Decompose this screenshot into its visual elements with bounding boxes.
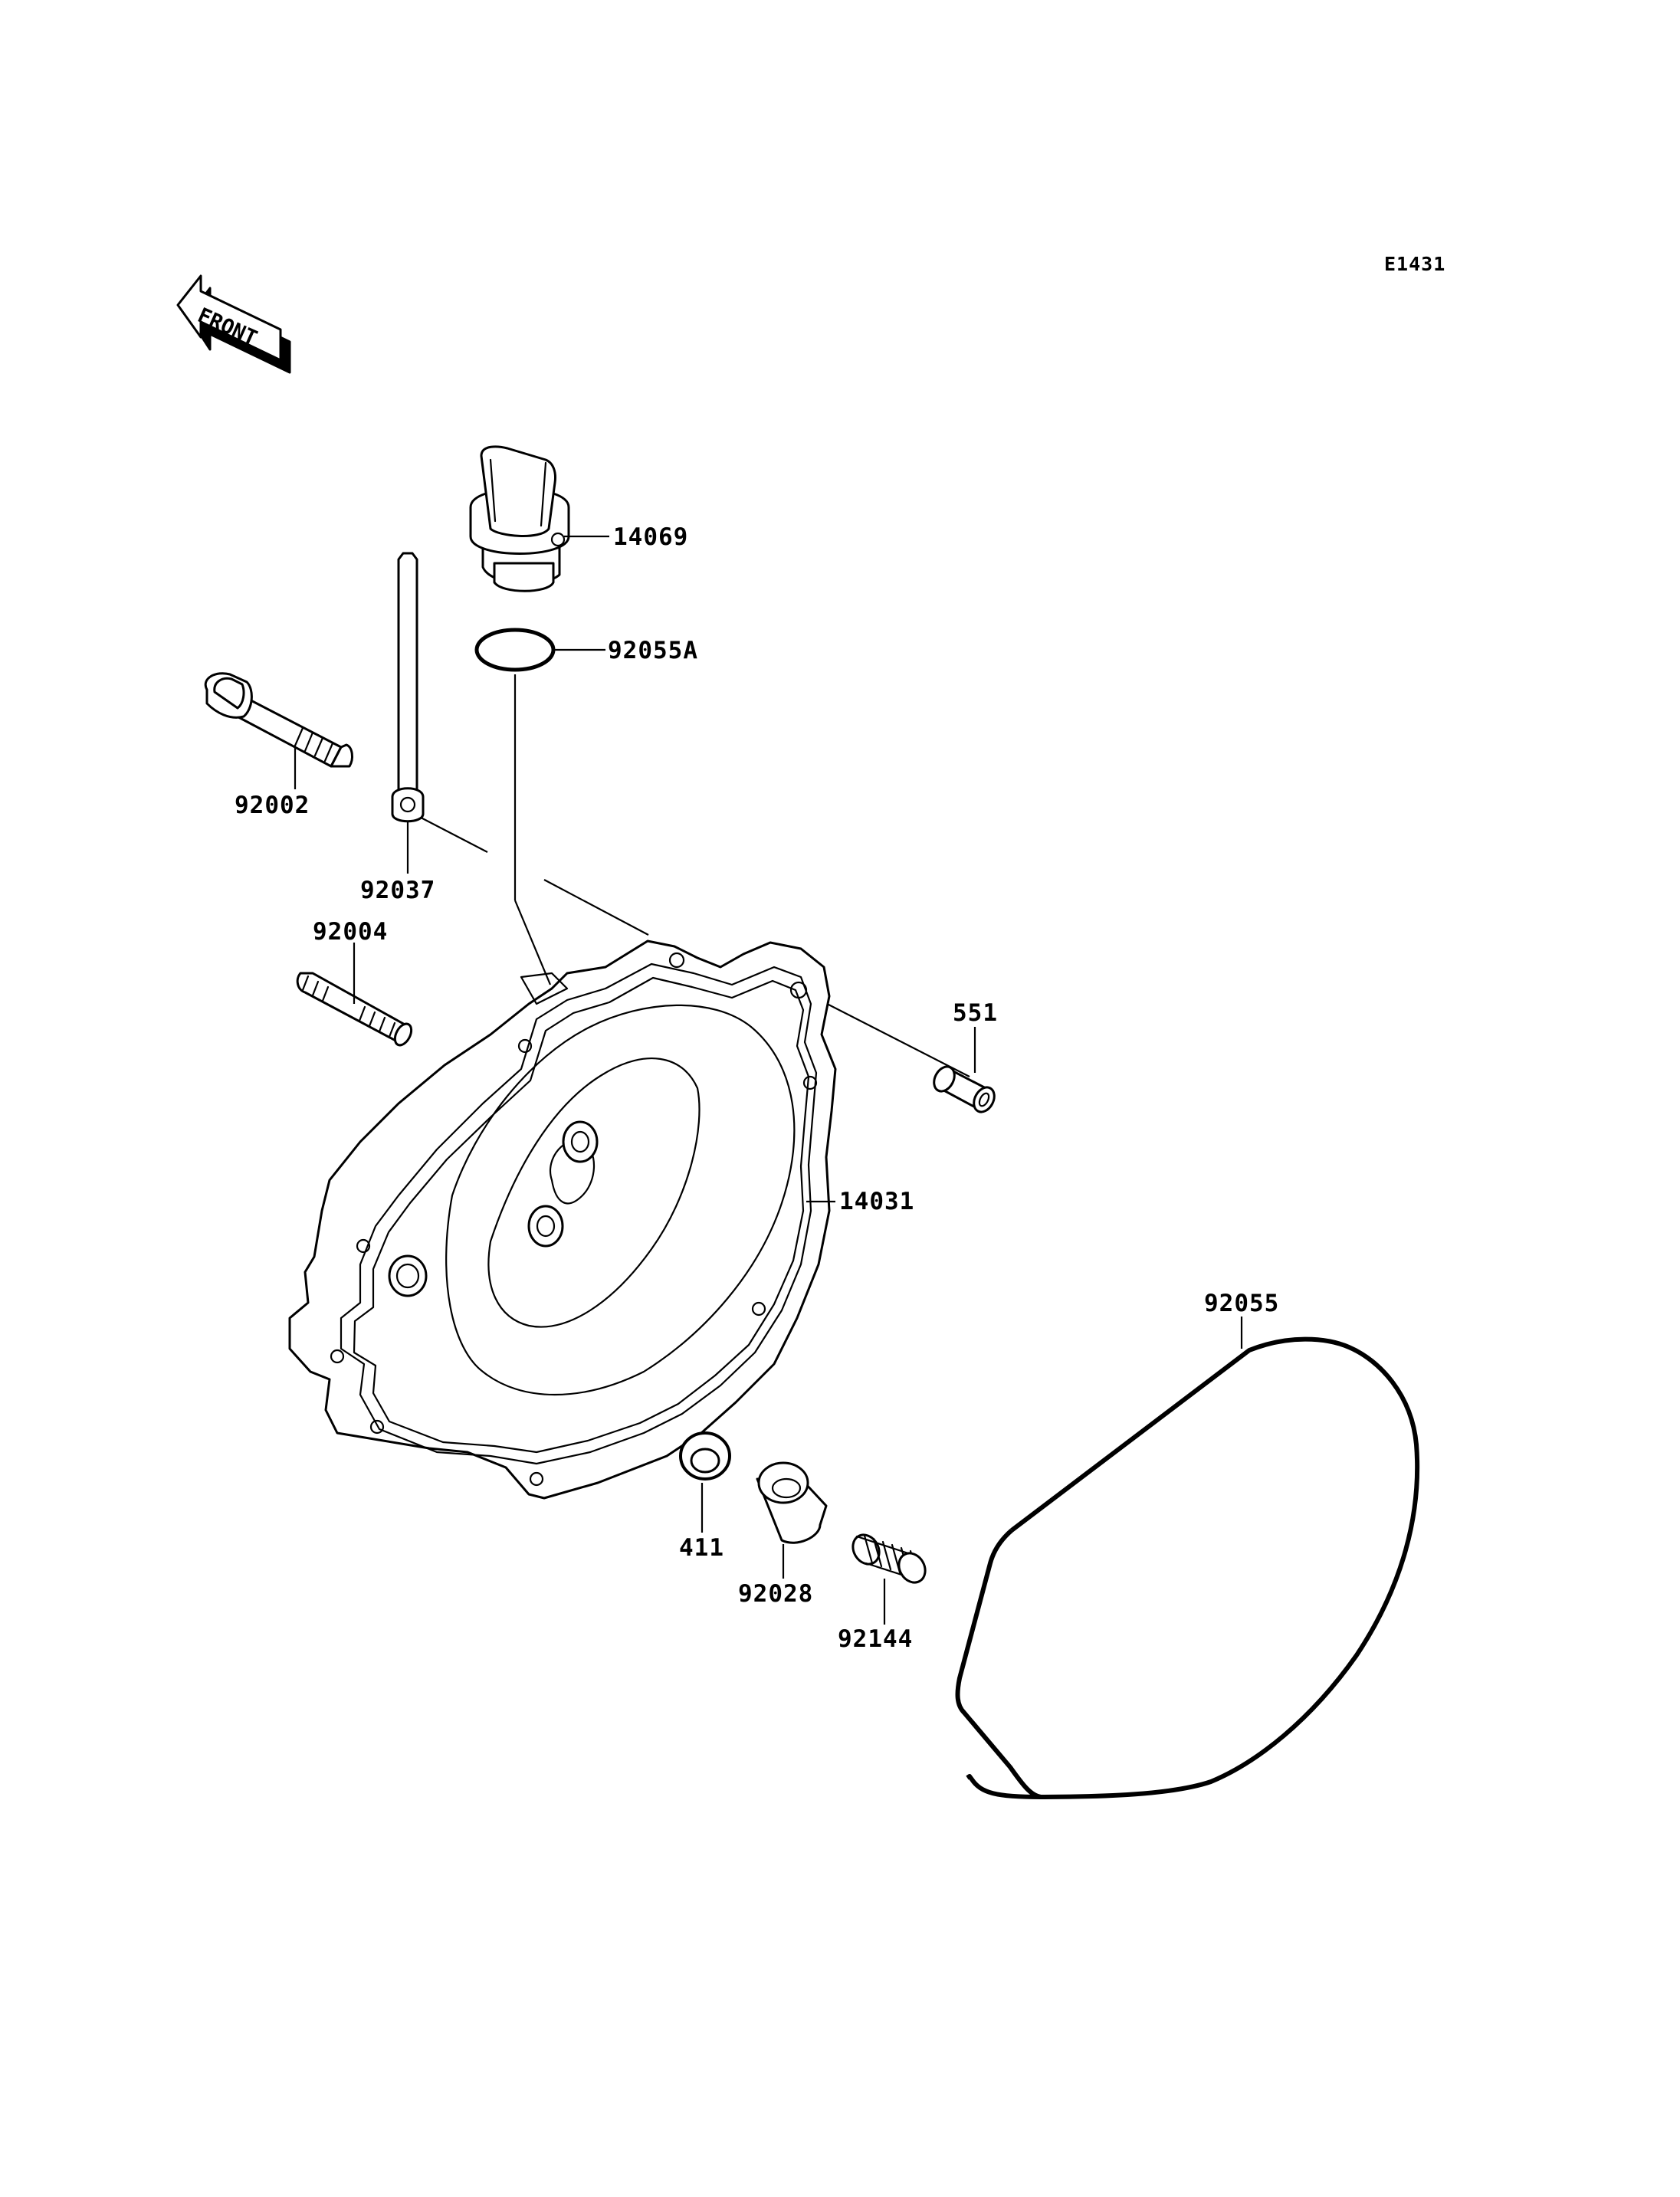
part-number-92004: 92004 [313, 918, 388, 946]
washer-icon [679, 1431, 731, 1533]
stud-bolt-icon [296, 943, 413, 1047]
part-number-92055a: 92055A [608, 637, 698, 664]
bushing-icon [756, 1461, 828, 1579]
part-number-14069: 14069 [613, 523, 688, 551]
engine-cover-icon [288, 939, 837, 1500]
part-number-411: 411 [679, 1534, 724, 1562]
part-labels: 14069 92055A 92002 92037 92004 551 14031… [235, 523, 1279, 1653]
part-number-551: 551 [953, 999, 998, 1027]
part-number-92028: 92028 [738, 1580, 813, 1608]
part-number-92037: 92037 [360, 877, 435, 904]
o-ring-icon [474, 628, 605, 672]
part-number-92144: 92144 [838, 1625, 913, 1653]
dowel-pin-icon [933, 1027, 996, 1113]
oil-filler-cap-icon [469, 445, 609, 592]
part-number-92055: 92055 [1204, 1290, 1279, 1317]
front-arrow-icon: FRONT [176, 274, 291, 374]
diagram-code: E1431 [1384, 253, 1445, 275]
flange-bolt-icon [204, 672, 353, 789]
part-number-92002: 92002 [235, 792, 310, 819]
part-number-14031: 14031 [839, 1188, 914, 1215]
spring-icon [851, 1533, 927, 1625]
clamp-strap-icon [391, 552, 425, 874]
cover-gasket-icon [955, 1317, 1420, 1799]
